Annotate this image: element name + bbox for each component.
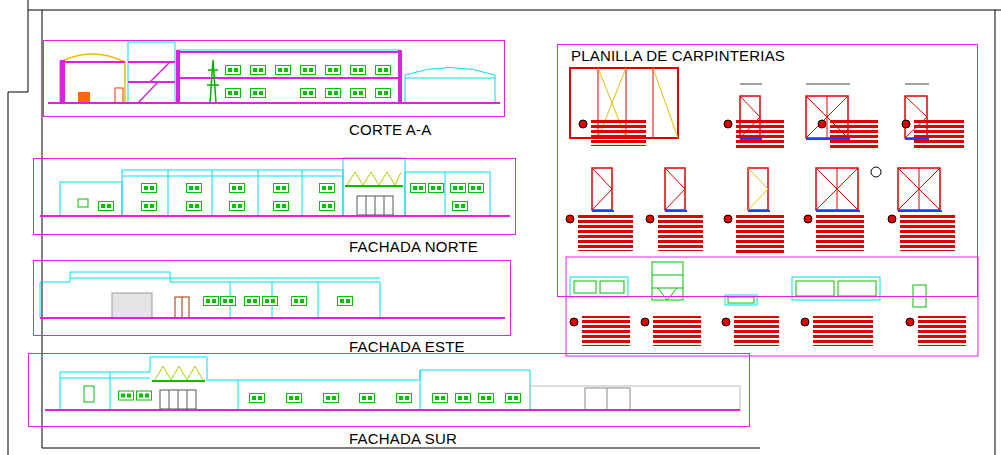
east-windows	[40, 297, 505, 319]
south-elevation	[60, 357, 740, 410]
north-elevation	[60, 158, 490, 216]
window-group-frame	[566, 257, 978, 356]
sheet-frame	[8, 0, 1001, 455]
drawing-frame: PLANILLA DE CARPINTERIAS	[557, 44, 978, 297]
view-title: PLANILLA DE CARPINTERIAS	[571, 47, 785, 64]
view-title: FACHADA SUR	[349, 430, 457, 447]
section-drawing	[48, 42, 500, 103]
view-title: FACHADA NORTE	[349, 238, 478, 255]
drawing-frame: FACHADA NORTE	[33, 158, 516, 235]
east-elevation	[40, 272, 380, 318]
south-windows	[45, 386, 740, 410]
view-title: CORTE A-A	[349, 121, 431, 138]
drawing-frame: FACHADA ESTE	[33, 260, 511, 336]
joinery-elevations	[570, 68, 942, 307]
drawing-frame: FACHADA SUR	[28, 353, 750, 427]
north-windows	[40, 184, 510, 217]
drawing-frame: CORTE A-A	[43, 40, 505, 117]
joinery-spec-notes	[566, 118, 966, 346]
